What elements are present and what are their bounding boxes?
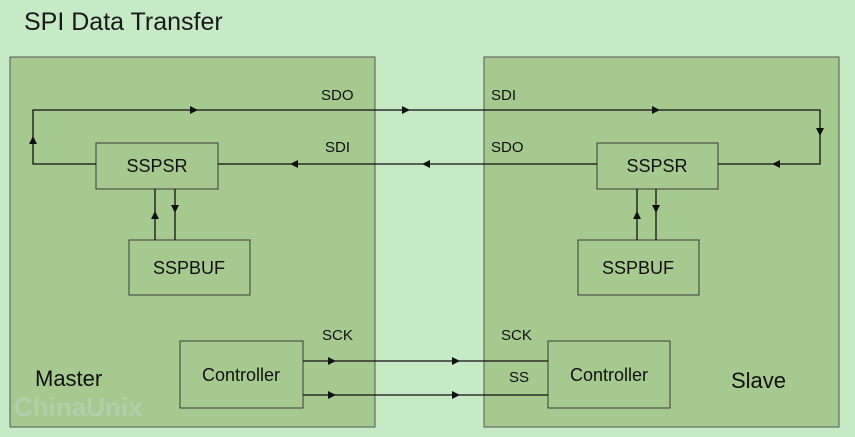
arrow-mosi-6 (29, 136, 37, 144)
arrow-sck-1 (328, 357, 336, 365)
arrow-miso-1 (422, 160, 430, 168)
master-sspbuf-box (128, 239, 251, 296)
arrow-miso-2 (290, 160, 298, 168)
arrow-mosi-5 (772, 160, 780, 168)
arrow-ss-1 (328, 391, 336, 399)
slave-sdo-label: SDO (491, 139, 524, 156)
arrow-sck-2 (452, 357, 460, 365)
master-sspsr-label: SSPSR (126, 156, 187, 176)
arrow-slave-buf-down (652, 205, 660, 213)
arrow-mosi-3 (652, 106, 660, 114)
master-label: Master (35, 366, 102, 391)
watermark: ChinaUnix (14, 392, 143, 422)
arrow-mosi-4 (816, 128, 824, 136)
master-sspbuf-label: SSPBUF (153, 258, 225, 278)
slave-sdi-label: SDI (491, 87, 516, 104)
master-sdi-label: SDI (325, 139, 350, 156)
arrow-master-buf-up (151, 211, 159, 219)
master-sspsr-box (95, 142, 219, 190)
slave-sspsr-box (596, 142, 719, 190)
master-controller-label: Controller (202, 365, 280, 385)
arrow-master-buf-down (171, 205, 179, 213)
diagram-title: SPI Data Transfer (24, 8, 223, 36)
slave-controller-label: Controller (570, 365, 648, 385)
master-controller-box (179, 340, 304, 409)
slave-sspbuf-label: SSPBUF (602, 258, 674, 278)
arrow-ss-2 (452, 391, 460, 399)
slave-sspsr-label: SSPSR (626, 156, 687, 176)
slave-ss-label: SS (509, 369, 529, 386)
arrow-mosi-2 (402, 106, 410, 114)
slave-label: Slave (731, 368, 786, 393)
arrowheads (29, 106, 824, 399)
slave-controller-box (547, 340, 671, 409)
slave-sck-label: SCK (501, 327, 532, 344)
slave-sspbuf-box (577, 239, 700, 296)
master-sck-label: SCK (322, 327, 353, 344)
mosi-line (32, 109, 821, 165)
master-sdo-label: SDO (321, 87, 354, 104)
arrow-mosi-1 (190, 106, 198, 114)
arrow-slave-buf-up (633, 211, 641, 219)
